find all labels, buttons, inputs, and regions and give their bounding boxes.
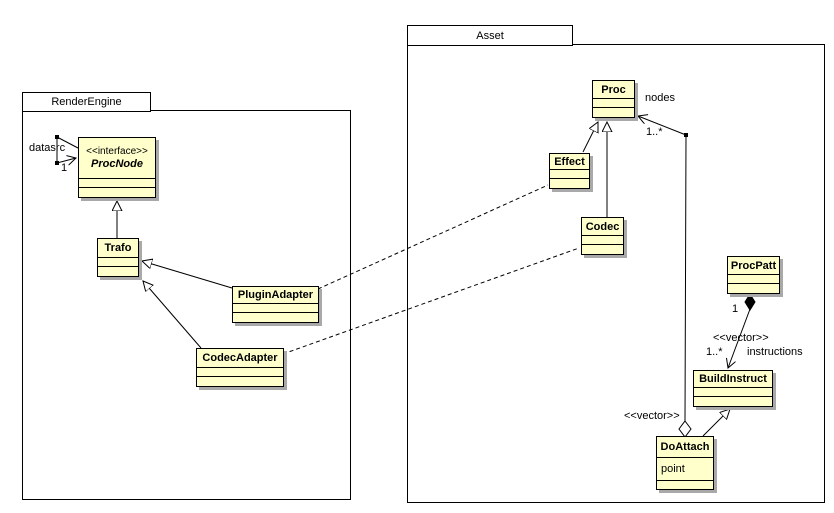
class-trafo[interactable]: Trafo	[97, 238, 139, 277]
procnode-operations	[79, 187, 155, 197]
label-datasrc-multiplicity: 1	[61, 162, 68, 174]
class-procpatt[interactable]: ProcPatt	[727, 256, 780, 294]
proc-name: Proc	[601, 83, 626, 96]
label-instructions-multiplicity: 1..*	[706, 346, 723, 358]
package-render-engine-label: RenderEngine	[51, 96, 122, 108]
effect-name: Effect	[554, 155, 585, 168]
codec-adapter-name: CodecAdapter	[202, 352, 278, 364]
plugin-adapter-operations	[233, 312, 318, 322]
effect-operations	[550, 178, 589, 188]
build-instruct-name: BuildInstruct	[699, 373, 767, 385]
class-effect[interactable]: Effect	[549, 153, 590, 189]
procnode-name: ProcNode	[91, 158, 143, 170]
plugin-adapter-name: PluginAdapter	[237, 289, 314, 301]
effect-attributes	[550, 169, 589, 178]
proc-operations	[593, 107, 634, 117]
codec-name: Codec	[585, 220, 620, 233]
class-plugin-adapter[interactable]: PluginAdapter	[232, 286, 319, 323]
trafo-operations	[98, 266, 138, 276]
label-datasrc: datasrc	[29, 142, 66, 154]
class-codec-adapter[interactable]: CodecAdapter	[196, 348, 284, 387]
class-procnode[interactable]: <<interface>> ProcNode	[78, 137, 156, 198]
plugin-adapter-attributes	[233, 303, 318, 312]
procpatt-name: ProcPatt	[730, 259, 777, 272]
codec-adapter-operations	[197, 376, 283, 386]
codec-operations	[582, 244, 623, 254]
codec-adapter-attributes	[197, 367, 283, 376]
package-asset-label: Asset	[476, 29, 504, 42]
package-render-engine-tab[interactable]: RenderEngine	[22, 92, 151, 112]
procnode-stereotype: <<interface>>	[86, 146, 148, 157]
procnode-attributes	[79, 178, 155, 187]
class-build-instruct[interactable]: BuildInstruct	[693, 370, 773, 407]
label-nodes: nodes	[645, 92, 675, 104]
label-vector-stereotype-upper: <<vector>>	[713, 332, 769, 344]
do-attach-operations	[657, 480, 713, 489]
label-nodes-multiplicity: 1..*	[646, 126, 663, 138]
procpatt-attributes	[728, 274, 779, 283]
label-instructions: instructions	[747, 346, 803, 358]
do-attach-attribute-point: point	[661, 463, 685, 475]
build-instruct-attributes	[694, 387, 772, 396]
codec-attributes	[582, 235, 623, 244]
package-asset-tab[interactable]: Asset	[407, 25, 573, 46]
class-do-attach[interactable]: DoAttach point	[656, 436, 714, 490]
trafo-name: Trafo	[104, 242, 132, 254]
class-procnode-name-compartment: <<interface>> ProcNode	[79, 138, 155, 178]
do-attach-name: DoAttach	[660, 441, 710, 453]
procpatt-operations	[728, 283, 779, 293]
label-vector-stereotype-lower: <<vector>>	[624, 410, 680, 422]
do-attach-attributes: point	[657, 457, 713, 480]
package-asset-body	[407, 44, 825, 503]
label-procpatt-multiplicity: 1	[732, 303, 739, 315]
package-render-engine-body	[22, 110, 351, 500]
proc-attributes	[593, 98, 634, 107]
trafo-attributes	[98, 257, 138, 266]
build-instruct-operations	[694, 396, 772, 406]
class-proc[interactable]: Proc	[592, 80, 635, 118]
class-codec[interactable]: Codec	[581, 217, 624, 255]
